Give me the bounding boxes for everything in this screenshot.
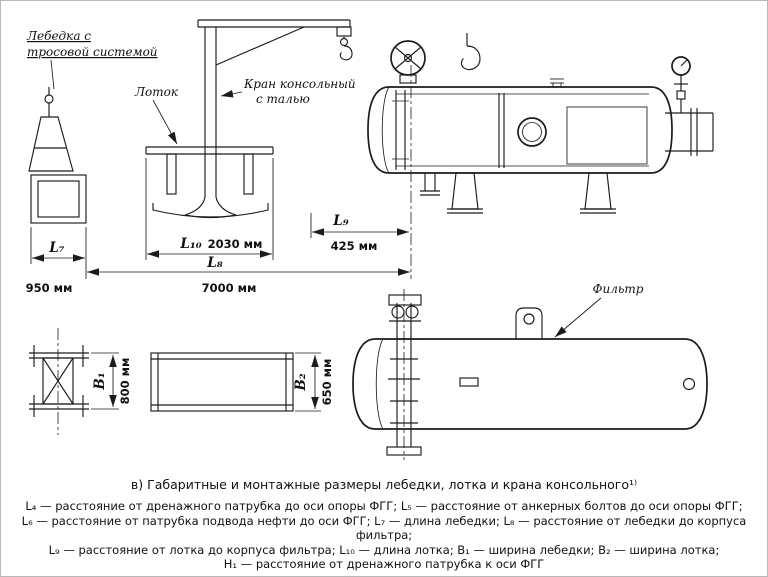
dimension-b2-value: 650 мм	[320, 359, 334, 406]
manhole	[517, 117, 547, 147]
filter-side-view	[352, 289, 708, 460]
winch-label-line1: Лебедка с	[26, 29, 91, 43]
dimension-l7: L₇ 950 мм	[26, 240, 85, 295]
winch-front-view	[28, 87, 87, 224]
winch-pulley	[44, 94, 54, 104]
drain-nozzle	[420, 173, 440, 196]
figure-legend: L₄ — расстояние от дренажного патрубка д…	[1, 499, 767, 572]
figure-caption: в) Габаритные и монтажные размеры лебедк…	[130, 477, 638, 492]
dimension-l10-value: 2030 мм	[208, 237, 263, 251]
tray-callout: Лоток	[134, 85, 179, 145]
filter-shell	[352, 338, 708, 430]
dimension-b2: B₂ 650 мм	[293, 352, 334, 412]
legend-line-3: L₉ — расстояние от лотка до корпуса филь…	[48, 542, 720, 557]
winch-top-view	[29, 328, 89, 435]
crane-trolley	[336, 26, 352, 37]
crane-callout: Кран консольный с талью	[220, 77, 356, 106]
crane-column-mounted	[386, 289, 422, 460]
legend-line-1: L₄ — расстояние от дренажного патрубка д…	[25, 499, 743, 513]
dimension-b1-label: B₁	[92, 372, 108, 390]
legend-line-2: L₆ — расстояние от патрубка подвода нефт…	[21, 513, 747, 543]
lifting-hook-icon	[460, 33, 481, 71]
dimension-l7-value: 950 мм	[26, 281, 73, 295]
dimension-l8-label: L₈	[206, 255, 222, 271]
vessel-shell	[367, 86, 673, 174]
dimension-l10: L₁₀ 2030 мм	[147, 236, 272, 258]
crane-label-line1: Кран консольный	[243, 77, 356, 91]
dimension-l9-label: L₉	[332, 213, 348, 229]
crane-label-line2: с талью	[256, 92, 310, 106]
dimension-l8-value: 7000 мм	[202, 281, 257, 295]
dimension-b2-label: B₂	[293, 373, 309, 391]
valve-handwheel-icon	[390, 40, 426, 84]
winch-callout: Лебедка с тросовой системой	[26, 29, 158, 90]
dimension-l8: L₈ 7000 мм	[87, 255, 410, 295]
dimension-b1-value: 800 мм	[118, 358, 132, 405]
dimension-l10-label: L₁₀	[179, 236, 201, 252]
dimension-l9-value: 425 мм	[331, 239, 378, 253]
crane-hook	[339, 45, 353, 61]
perforated-plate	[566, 106, 648, 165]
vessel-support-legs	[447, 172, 616, 214]
dimensions-top: L₉ 425 мм L₁₀ 2030 мм L₇ 950 мм L₈ 7000 …	[26, 65, 412, 295]
technical-drawing: Лебедка с тросовой системой Лоток Кран к…	[26, 19, 714, 460]
dimension-l9: L₉ 425 мм	[312, 213, 409, 253]
crane-tray-front-view	[145, 19, 353, 219]
tray-top-view	[150, 352, 294, 412]
vessel-front-view	[367, 33, 714, 214]
legend-line-4: H₁ — расстояние от дренажного патрубка к…	[223, 557, 545, 571]
tray-label: Лоток	[134, 85, 179, 99]
lifting-lug	[515, 307, 543, 339]
winch-label-line2: тросовой системой	[27, 45, 158, 59]
filter-label: Фильтр	[593, 282, 644, 296]
dimension-b1: B₁ 800 мм	[91, 352, 132, 410]
pressure-gauge-icon	[671, 56, 691, 113]
filter-callout: Фильтр	[554, 282, 644, 338]
outlet-nozzle	[665, 108, 714, 156]
dimension-l7-label: L₇	[48, 240, 64, 256]
